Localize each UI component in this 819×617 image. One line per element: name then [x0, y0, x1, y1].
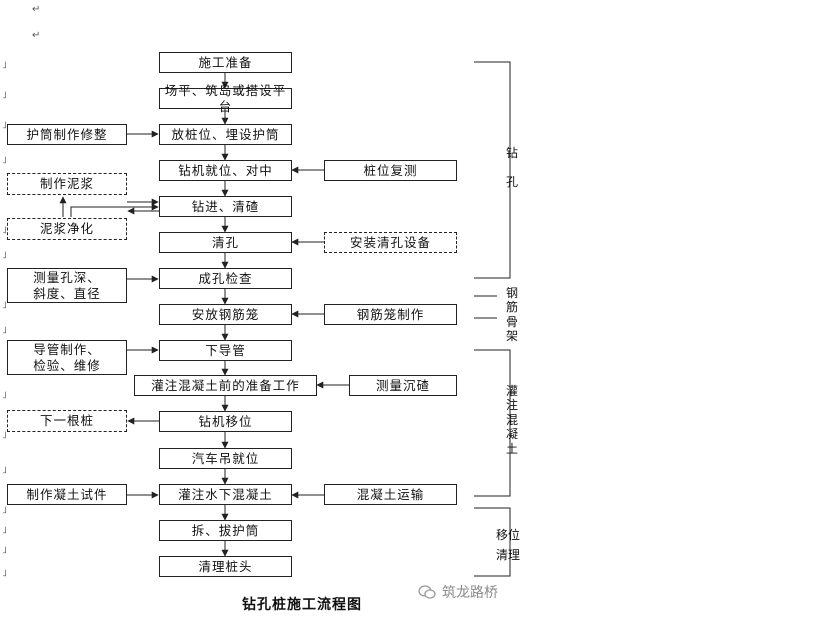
input-concrete-transport: 混凝土运输	[324, 484, 457, 505]
margin-mark: ˩	[2, 250, 7, 261]
step-trim-pile-head: 清理桩头	[159, 556, 292, 577]
watermark-text: 筑龙路桥	[442, 585, 498, 601]
input-pipe-fabrication: 导管制作、 检验、维修	[7, 340, 127, 375]
para-mark: ↵	[32, 30, 41, 41]
para-mark: ↵	[32, 4, 41, 15]
phase-label-pour: 灌 注 混 凝 土	[505, 384, 518, 456]
input-cleaning-equipment: 安装清孔设备	[324, 232, 457, 253]
margin-mark: ˩	[2, 300, 7, 311]
bracket-pour	[474, 349, 511, 497]
margin-mark: ˩	[2, 325, 7, 336]
margin-mark: ˩	[2, 225, 7, 236]
step-pre-pour-prep: 灌注混凝土前的准备工作	[134, 375, 317, 396]
margin-mark: ˩	[2, 545, 7, 556]
margin-mark: ˩	[2, 390, 7, 401]
phase-label-move: 移位	[495, 528, 520, 542]
phase-label-clean: 清理	[495, 548, 520, 562]
margin-mark: ˩	[2, 505, 7, 516]
step-site-platform: 场平、筑岛或搭设平台	[159, 83, 292, 114]
step-place-cage: 安放钢筋笼	[159, 304, 292, 325]
step-stakeout-casing: 放桩位、埋设护筒	[159, 124, 292, 145]
bracket-drilling	[474, 61, 511, 279]
input-slurry-making: 制作泥浆	[7, 173, 127, 195]
process-slurry-cleaning: 泥浆净化	[7, 218, 127, 240]
diagram-title: 钻孔桩施工流程图	[242, 597, 362, 613]
input-pile-recheck: 桩位复测	[324, 160, 457, 181]
margin-mark: ˩	[2, 60, 7, 71]
phase-label-cage: 钢 筋 骨 架	[505, 286, 518, 344]
step-remove-casing: 拆、拔护筒	[159, 520, 292, 541]
input-sediment-measure: 测量沉碴	[349, 375, 457, 396]
line-slurry-return	[70, 203, 159, 217]
margin-mark: ˩	[2, 430, 7, 441]
margin-mark: ˩	[2, 568, 7, 579]
watermark: 筑龙路桥	[418, 582, 498, 602]
margin-mark: ˩	[2, 90, 7, 101]
margin-mark: ˩	[2, 155, 7, 166]
step-crane-position: 汽车吊就位	[159, 448, 292, 469]
wechat-icon	[418, 585, 436, 599]
step-hole-inspection: 成孔检查	[159, 268, 292, 289]
step-hole-cleaning: 清孔	[159, 232, 292, 253]
step-underwater-pour: 灌注水下混凝土	[159, 484, 292, 505]
bracket-finish	[474, 507, 511, 577]
margin-mark: ˩	[2, 525, 7, 536]
step-lower-pipe: 下导管	[159, 340, 292, 361]
step-prep: 施工准备	[159, 52, 292, 73]
margin-mark: ˩	[2, 120, 7, 131]
input-casing-fabrication: 护筒制作修整	[7, 124, 127, 145]
step-rig-position: 钻机就位、对中	[159, 160, 292, 181]
input-hole-measurement: 测量孔深、 斜度、直径	[7, 268, 127, 303]
phase-label-drilling: 钻 孔	[505, 146, 518, 189]
output-next-pile: 下一根桩	[7, 410, 127, 432]
step-drilling: 钻进、清碴	[159, 196, 292, 217]
input-cage-fabrication: 钢筋笼制作	[324, 304, 457, 325]
step-rig-move: 钻机移位	[159, 411, 292, 432]
margin-mark: ˩	[2, 465, 7, 476]
input-test-specimen: 制作凝土试件	[7, 484, 127, 505]
